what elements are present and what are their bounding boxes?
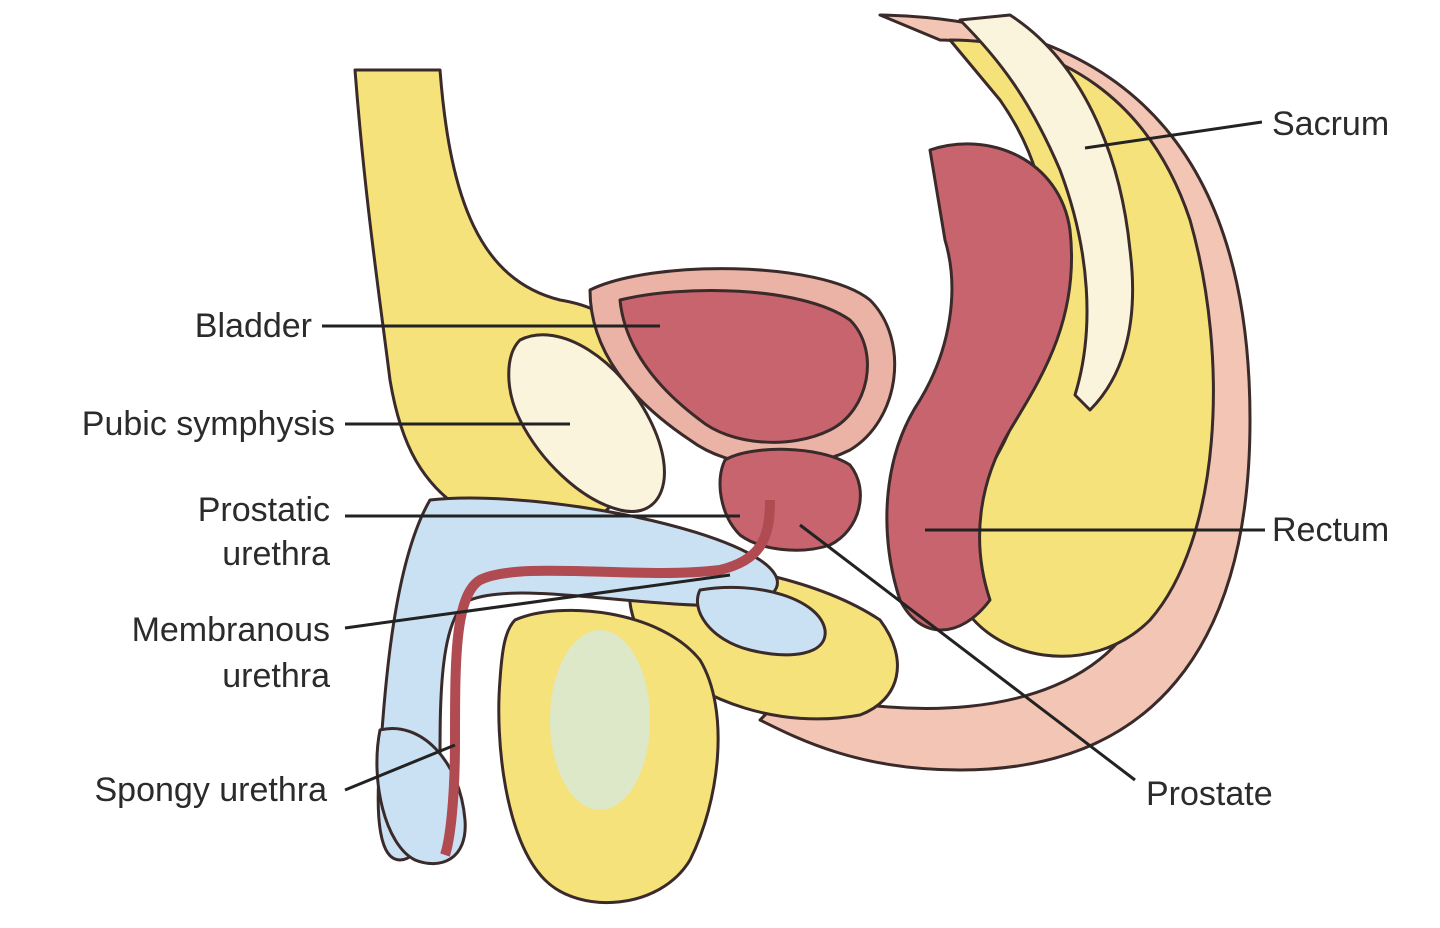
label-spongy-urethra: Spongy urethra: [20, 768, 327, 812]
label-prostate: Prostate: [1146, 772, 1316, 816]
label-pubic-symphysis: Pubic symphysis: [20, 402, 335, 446]
label-membranous-urethra-line2: urethra: [40, 654, 330, 698]
bladder: [620, 290, 867, 442]
prostate: [720, 449, 860, 550]
label-sacrum: Sacrum: [1272, 102, 1432, 146]
label-bladder: Bladder: [60, 304, 312, 348]
label-prostatic-urethra-line2: urethra: [60, 532, 330, 576]
testis: [550, 630, 650, 810]
label-rectum: Rectum: [1272, 508, 1432, 552]
label-membranous-urethra-line1: Membranous: [40, 608, 330, 652]
label-prostatic-urethra-line1: Prostatic: [60, 488, 330, 532]
